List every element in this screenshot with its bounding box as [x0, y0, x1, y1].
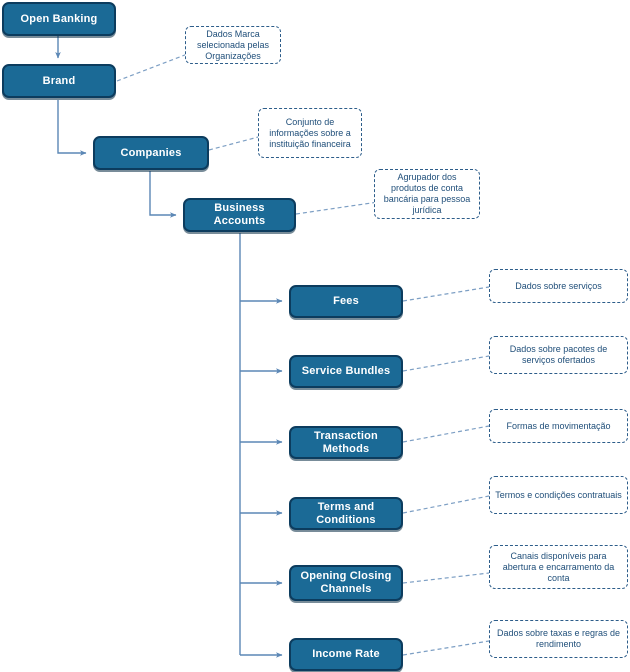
note-terms-and-conditions: Termos e condições contratuais: [489, 476, 628, 514]
note-brand: Dados Marca selecionada pelas Organizaçõ…: [185, 26, 281, 64]
leader-service-bundles-to-note: [402, 355, 490, 372]
note-text: Dados sobre taxas e regras de rendimento: [496, 628, 621, 649]
leader-companies-to-note: [208, 135, 263, 151]
note-service-bundles: Dados sobre pacotes de serviços ofertado…: [489, 336, 628, 374]
leader-brand-to-note: [116, 52, 191, 82]
entity-transaction-methods[interactable]: Transaction Methods: [289, 426, 403, 459]
note-business-accounts: Agrupador dos produtos de conta bancária…: [374, 169, 480, 219]
note-text: Formas de movimentação: [506, 420, 611, 431]
note-transaction-methods: Formas de movimentação: [489, 409, 628, 443]
entity-label: Brand: [42, 74, 76, 87]
entity-label: Transaction Methods: [314, 429, 378, 455]
entity-income-rate[interactable]: Income Rate: [289, 638, 403, 671]
note-text: Dados sobre serviços: [515, 280, 602, 291]
entity-service-bundles[interactable]: Service Bundles: [289, 355, 403, 388]
entity-companies[interactable]: Companies: [93, 136, 209, 170]
note-text: Canais disponíveis para abertura e encar…: [502, 550, 615, 583]
note-text: Dados Marca selecionada pelas Organizaçõ…: [196, 28, 270, 61]
note-text: Agrupador dos produtos de conta bancária…: [383, 172, 471, 215]
note-opening-closing-channels: Canais disponíveis para abertura e encar…: [489, 545, 628, 589]
entity-brand[interactable]: Brand: [2, 64, 116, 98]
note-fees: Dados sobre serviços: [489, 269, 628, 303]
entity-fees[interactable]: Fees: [289, 285, 403, 318]
leader-fees-to-note: [402, 286, 490, 302]
leader-terms-and-conditions-to-note: [402, 495, 490, 514]
leader-income-rate-to-note: [402, 640, 490, 656]
entity-label: Fees: [333, 295, 359, 307]
note-text: Conjunto de informações sobre a institui…: [269, 116, 351, 149]
connector-companies-to-business-accounts: [149, 171, 177, 218]
entity-label: Income Rate: [312, 648, 380, 660]
leader-opening-closing-channels-to-note: [402, 572, 490, 584]
entity-open-banking[interactable]: Open Banking: [2, 2, 116, 36]
entity-label: Business Accounts: [213, 202, 266, 227]
note-text: Termos e condições contratuais: [495, 489, 622, 500]
leader-business-accounts-to-note: [295, 201, 379, 215]
entity-label: Opening Closing Channels: [300, 570, 392, 595]
note-companies: Conjunto de informações sobre a institui…: [258, 108, 362, 158]
entity-label: Service Bundles: [301, 365, 391, 377]
note-income-rate: Dados sobre taxas e regras de rendimento: [489, 620, 628, 658]
entity-label: Open Banking: [20, 12, 98, 25]
note-text: Dados sobre pacotes de serviços ofertado…: [509, 344, 608, 365]
leader-transaction-methods-to-note: [402, 425, 490, 443]
entity-label: Companies: [120, 146, 182, 159]
entity-opening-closing-channels[interactable]: Opening Closing Channels: [289, 565, 403, 601]
entity-label: Terms and Conditions: [316, 500, 376, 526]
entity-business-accounts[interactable]: Business Accounts: [183, 198, 296, 232]
connector-brand-to-companies: [57, 100, 87, 156]
entity-terms-and-conditions[interactable]: Terms and Conditions: [289, 497, 403, 530]
